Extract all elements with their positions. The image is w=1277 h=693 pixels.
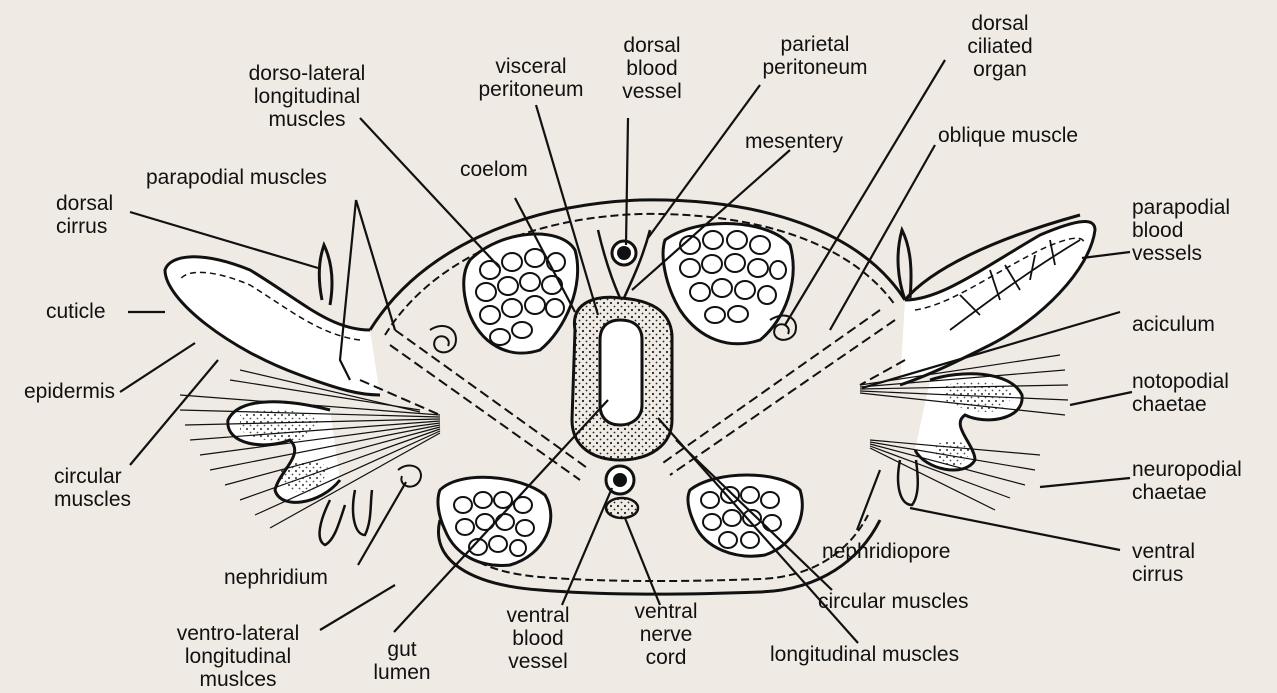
- left-dorsal-muscle-block: [464, 234, 578, 353]
- left-dorsal-cirrus: [319, 245, 332, 305]
- label-notopodial-chaetae: notopodial chaetae: [1132, 370, 1229, 416]
- label-parietal-peritoneum: parietal peritoneum: [750, 33, 880, 79]
- right-notopodium: [900, 222, 1095, 385]
- label-nephridiopore: nephridiopore: [822, 540, 950, 563]
- label-neuropodial-chaetae: neuropodial chaetae: [1132, 458, 1242, 504]
- label-mesentery: mesentery: [745, 130, 843, 153]
- label-ventro-lateral-longitudinal-muscles: ventro-lateral longitudinal muslces: [158, 622, 318, 691]
- label-coelom: coelom: [460, 158, 528, 181]
- label-oblique-muscle: oblique muscle: [938, 124, 1078, 147]
- gut-lumen-shape: [600, 320, 642, 425]
- label-nephridium: nephridium: [224, 566, 328, 589]
- label-ventral-blood-vessel: ventral blood vessel: [498, 604, 578, 673]
- label-visceral-peritoneum: visceral peritoneum: [466, 55, 596, 101]
- left-ventral-lobes: [320, 490, 372, 545]
- label-dorsal-blood-vessel: dorsal blood vessel: [612, 34, 692, 103]
- label-epidermis: epidermis: [24, 380, 115, 403]
- label-circular-muscles-left: circular muscles: [54, 465, 131, 511]
- label-dorsal-cirrus: dorsal cirrus: [56, 192, 113, 238]
- label-gut-lumen: gut lumen: [372, 638, 432, 684]
- label-circular-muscles-right: circular muscles: [818, 590, 969, 613]
- left-nephridium-coil: [430, 326, 456, 352]
- left-ventral-nephridium-coil: [398, 465, 421, 486]
- label-aciculum: aciculum: [1132, 313, 1215, 336]
- label-dorso-lateral-longitudinal-muscles: dorso-lateral longitudinal muscles: [232, 62, 382, 131]
- label-ventral-cirrus: ventral cirrus: [1132, 540, 1195, 586]
- label-parapodial-muscles: parapodial muscles: [146, 166, 327, 189]
- right-dorsal-cirrus: [898, 230, 911, 300]
- label-cuticle: cuticle: [46, 300, 106, 323]
- label-parapodial-blood-vessels: parapodial blood vessels: [1132, 196, 1230, 265]
- label-dorsal-ciliated-organ: dorsal ciliated organ: [950, 12, 1050, 81]
- label-ventral-nerve-cord: ventral nerve cord: [626, 600, 706, 669]
- ventral-nerve-cord-shape: [606, 498, 638, 518]
- label-longitudinal-muscles: longitudinal muscles: [770, 643, 959, 666]
